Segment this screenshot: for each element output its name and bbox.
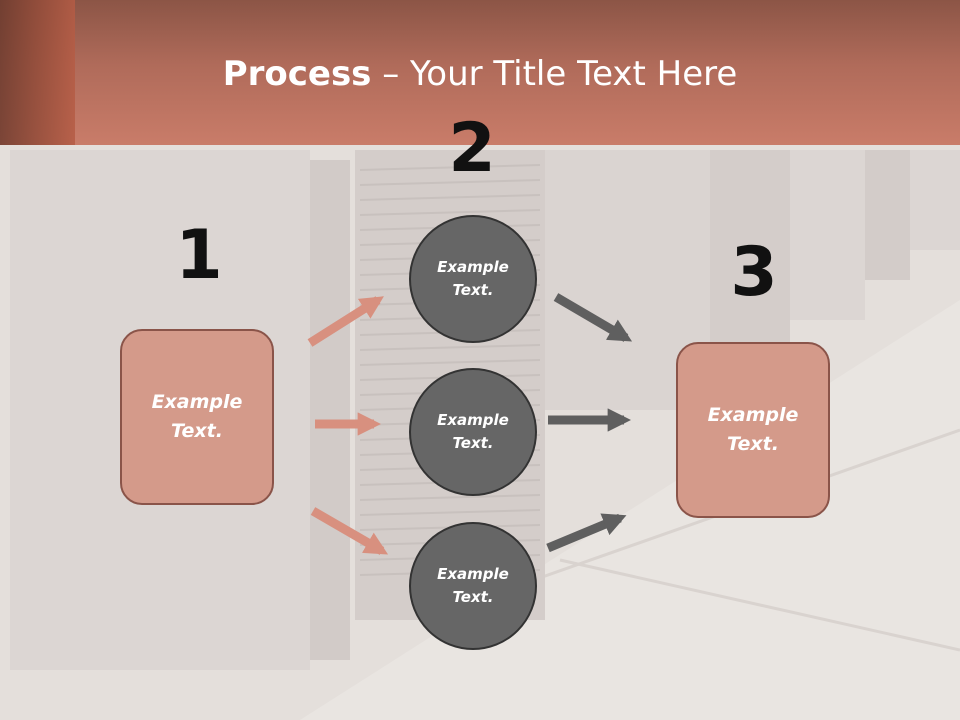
title-bold: Process (222, 54, 372, 94)
arrow-1-to-circle-top (307, 296, 384, 347)
arrow-1-to-circle-bottom (310, 507, 389, 555)
arrow-circle-bottom-to-3 (546, 513, 627, 553)
header-band (0, 0, 960, 145)
step-1-number: 1 (175, 216, 223, 295)
header-accent-bar (0, 0, 75, 145)
title-rest: – Your Title Text Here (371, 54, 738, 94)
slide-title: Process – Your Title Text Here (0, 52, 960, 96)
step-3-number: 3 (730, 233, 778, 312)
step-2-number: 2 (448, 109, 496, 188)
arrow-circle-top-to-3 (553, 293, 633, 342)
